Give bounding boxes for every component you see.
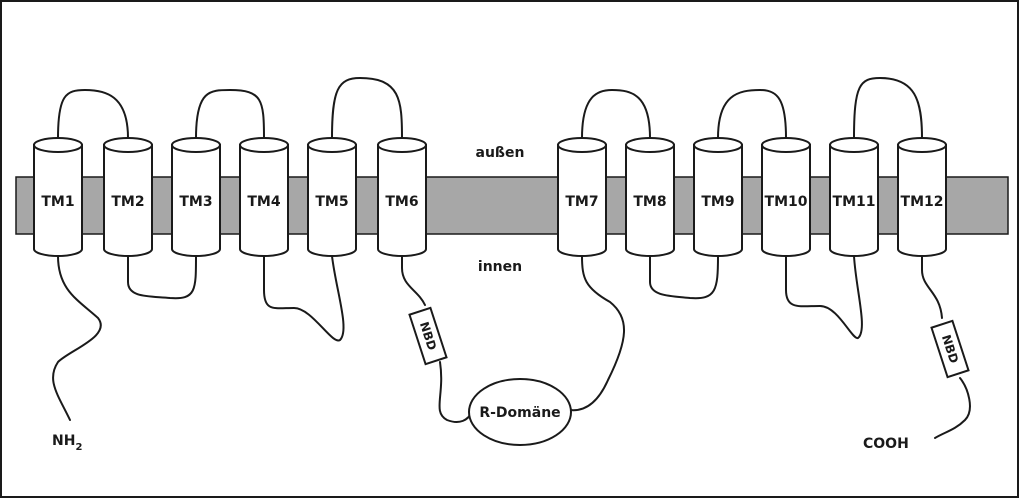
helix-tm5-cap — [307, 137, 357, 153]
r-domain: R-Domäne — [468, 378, 572, 446]
helix-tm4-body — [239, 144, 289, 257]
n-terminus-label: NH2 — [52, 433, 82, 453]
helix-tm5-body — [307, 144, 357, 257]
helix-tm12-cap — [897, 137, 947, 153]
transmembrane-helices: TM1 TM2 TM3 TM4 TM5 TM6 TM7 TM8 TM9 TM10 TM11 TM12 — [33, 137, 947, 257]
helix-tm9-cap — [693, 137, 743, 153]
helix-tm3-cap — [171, 137, 221, 153]
helix-tm9: TM9 — [693, 137, 743, 257]
helix-tm4-label: TM4 — [247, 194, 280, 210]
helix-tm2: TM2 — [103, 137, 153, 257]
helix-tm10-body — [761, 144, 811, 257]
helix-tm5: TM5 — [307, 137, 357, 257]
helix-tm10-cap — [761, 137, 811, 153]
helix-tm9-body — [693, 144, 743, 257]
helix-tm2-body — [103, 144, 153, 257]
helix-tm1-label: TM1 — [41, 194, 74, 210]
helix-tm7-label: TM7 — [565, 194, 598, 210]
nbd-box-1: NBD — [408, 306, 448, 366]
nbd-box-2: NBD — [930, 319, 970, 379]
helix-tm7: TM7 — [557, 137, 607, 257]
helix-tm12: TM12 — [897, 137, 947, 257]
helix-tm8-body — [625, 144, 675, 257]
helix-tm6-label: TM6 — [385, 194, 418, 210]
n-terminus-text: NH — [52, 433, 75, 449]
n-terminus-subscript: 2 — [75, 442, 82, 453]
loop-tm1-tm2 — [57, 89, 129, 139]
helix-tm8: TM8 — [625, 137, 675, 257]
c-terminal-tail — [934, 377, 971, 439]
r-domain-ellipse — [468, 378, 572, 446]
loop-tm2-tm3 — [127, 255, 197, 300]
helix-tm3-label: TM3 — [179, 194, 212, 210]
helix-tm8-label: TM8 — [633, 194, 666, 210]
loop-tm12-nbd — [921, 255, 943, 319]
helix-tm4: TM4 — [239, 137, 289, 257]
n-terminal-tail — [52, 255, 102, 421]
helix-tm1-body — [33, 144, 83, 257]
helix-tm8-cap — [625, 137, 675, 153]
helix-tm11-label: TM11 — [833, 194, 876, 210]
helix-tm1-cap — [33, 137, 83, 153]
loop-tm8-tm9 — [649, 255, 719, 300]
helix-tm2-label: TM2 — [111, 194, 144, 210]
helix-tm6: TM6 — [377, 137, 427, 257]
loop-r-tm7 — [569, 255, 625, 412]
helix-tm11-body — [829, 144, 879, 257]
loop-tm7-tm8 — [581, 89, 651, 139]
helix-tm5-label: TM5 — [315, 194, 348, 210]
helix-tm6-body — [377, 144, 427, 257]
helix-tm7-cap — [557, 137, 607, 153]
helix-tm1: TM1 — [33, 137, 83, 257]
loop-tm11-tm12 — [853, 77, 923, 139]
helix-tm9-label: TM9 — [701, 194, 734, 210]
r-domain-label: R-Domäne — [479, 405, 560, 421]
helix-tm4-cap — [239, 137, 289, 153]
helix-tm12-label: TM12 — [901, 194, 944, 210]
outside-label: außen — [476, 145, 525, 161]
inside-label: innen — [478, 259, 522, 275]
helix-tm10-label: TM10 — [765, 194, 808, 210]
extracellular-loops — [57, 77, 923, 139]
loop-tm4-tm5 — [263, 255, 345, 342]
loop-tm10-tm11 — [785, 255, 863, 339]
c-terminus-label: COOH — [863, 436, 909, 452]
loop-tm5-tm6 — [331, 77, 403, 139]
helix-tm12-body — [897, 144, 947, 257]
helix-tm3-body — [171, 144, 221, 257]
loop-tm3-tm4 — [195, 89, 265, 139]
helix-tm2-cap — [103, 137, 153, 153]
helix-tm6-cap — [377, 137, 427, 153]
helix-tm3: TM3 — [171, 137, 221, 257]
helix-tm11-cap — [829, 137, 879, 153]
helix-tm10: TM10 — [761, 137, 811, 257]
helix-tm11: TM11 — [829, 137, 879, 257]
loop-tm6-nbd-r — [401, 255, 473, 423]
loop-tm9-tm10 — [717, 89, 787, 139]
helix-tm7-body — [557, 144, 607, 257]
intracellular-loops — [52, 255, 971, 439]
